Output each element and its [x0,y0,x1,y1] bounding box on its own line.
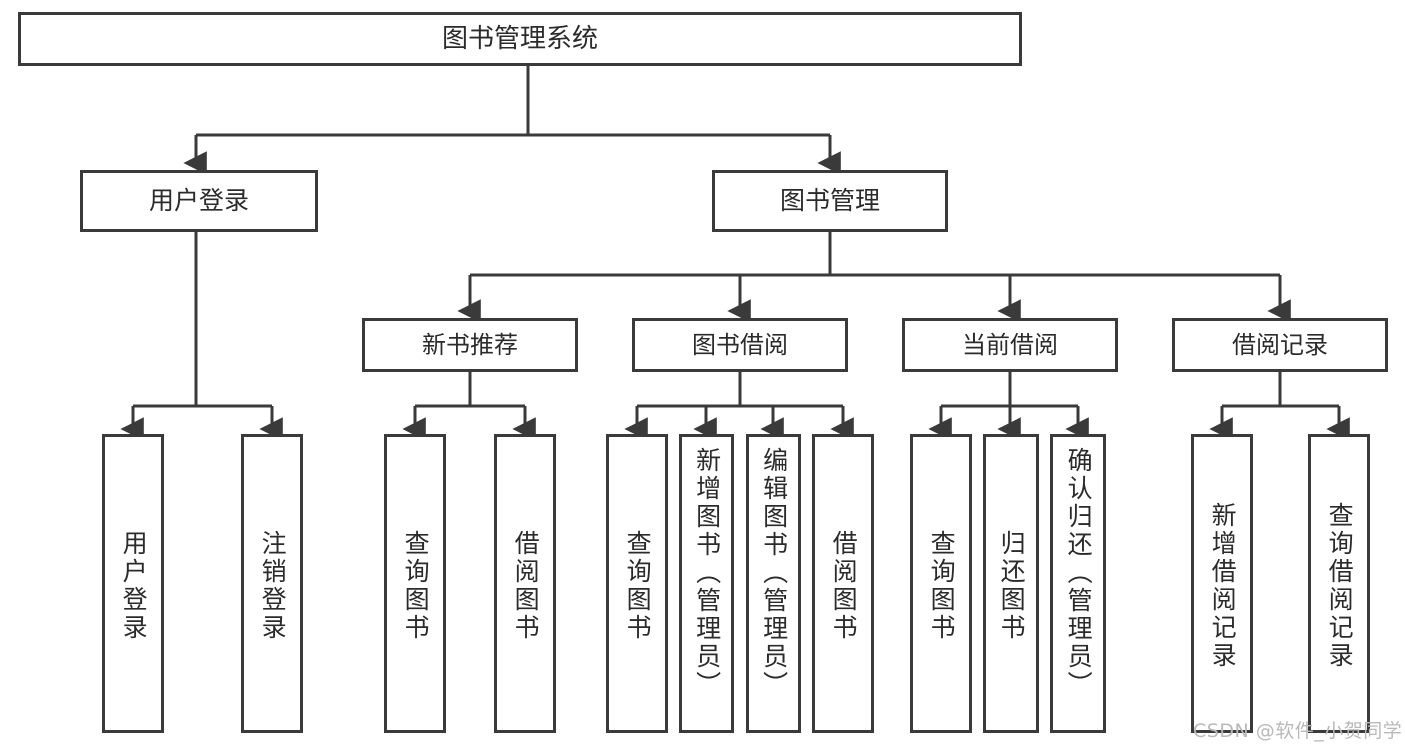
node-label: 查询图书 [401,529,431,642]
node-label: 查询借阅记录 [1325,501,1355,670]
node-label: 用户登录 [148,186,249,216]
node-leaf-edit-book[interactable]: 编辑图书（管理员） [746,434,801,733]
leaf-text-wrap: 新增图书（管理员） [682,441,731,736]
leaf-text-wrap: 查询借阅记录 [1311,441,1367,730]
leaf-text-wrap: 查询图书 [387,441,443,730]
leaf-text-wrap: 归还图书 [986,441,1036,730]
node-leaf-add-borrow-record[interactable]: 新增借阅记录 [1191,434,1253,733]
leaf-text-wrap: 确认归还（管理员） [1053,441,1103,736]
leaf-text-wrap: 新增借阅记录 [1194,441,1250,730]
node-label: 图书管理 [779,186,880,216]
node-label: 当前借阅 [962,330,1058,359]
node-label: 编辑图书（管理员） [759,447,789,699]
node-leaf-add-book[interactable]: 新增图书（管理员） [679,434,734,733]
node-label: 查询图书 [623,529,653,642]
leaf-text-wrap: 查询图书 [913,441,969,730]
node-leaf-query-borrow-record[interactable]: 查询借阅记录 [1308,434,1370,733]
leaf-text-wrap: 编辑图书（管理员） [749,441,798,736]
node-label: 新书推荐 [422,330,518,359]
leaf-text-wrap: 查询图书 [609,441,665,730]
node-book-borrow[interactable]: 图书借阅 [632,318,848,372]
node-leaf-confirm-return[interactable]: 确认归还（管理员） [1050,434,1106,733]
node-root-book-management-system[interactable]: 图书管理系统 [18,12,1022,66]
node-label: 图书借阅 [692,330,788,359]
leaf-text-wrap: 借阅图书 [815,441,871,730]
node-label: 用户登录 [119,529,149,642]
node-label: 查询图书 [927,529,957,642]
node-leaf-borrow-book-recommend[interactable]: 借阅图书 [494,434,556,733]
leaf-text-wrap: 用户登录 [105,441,161,730]
csdn-watermark: CSDN @软件_小贺同学 [1193,720,1403,742]
node-borrow-record[interactable]: 借阅记录 [1172,318,1388,372]
node-label: 新增图书（管理员） [692,447,722,699]
node-label: 归还图书 [997,529,1027,642]
node-label: 注销登录 [258,529,288,642]
node-new-book-recommend[interactable]: 新书推荐 [362,318,578,372]
node-current-borrow[interactable]: 当前借阅 [902,318,1118,372]
node-leaf-query-book-borrow[interactable]: 查询图书 [606,434,668,733]
node-label: 借阅图书 [511,529,541,642]
node-leaf-logout[interactable]: 注销登录 [241,434,303,733]
node-leaf-query-book-current[interactable]: 查询图书 [910,434,972,733]
leaf-text-wrap: 注销登录 [244,441,300,730]
node-label: 图书管理系统 [441,23,598,54]
node-label: 新增借阅记录 [1208,501,1238,670]
node-leaf-return-book[interactable]: 归还图书 [983,434,1039,733]
leaf-text-wrap: 借阅图书 [497,441,553,730]
node-book-management[interactable]: 图书管理 [712,170,948,232]
node-label: 借阅记录 [1232,330,1328,359]
node-label: 确认归还（管理员） [1064,447,1094,699]
node-label: 借阅图书 [829,529,859,642]
node-user-login[interactable]: 用户登录 [80,170,318,232]
node-leaf-borrow-book[interactable]: 借阅图书 [812,434,874,733]
node-leaf-query-book-recommend[interactable]: 查询图书 [384,434,446,733]
node-leaf-user-login[interactable]: 用户登录 [102,434,164,733]
